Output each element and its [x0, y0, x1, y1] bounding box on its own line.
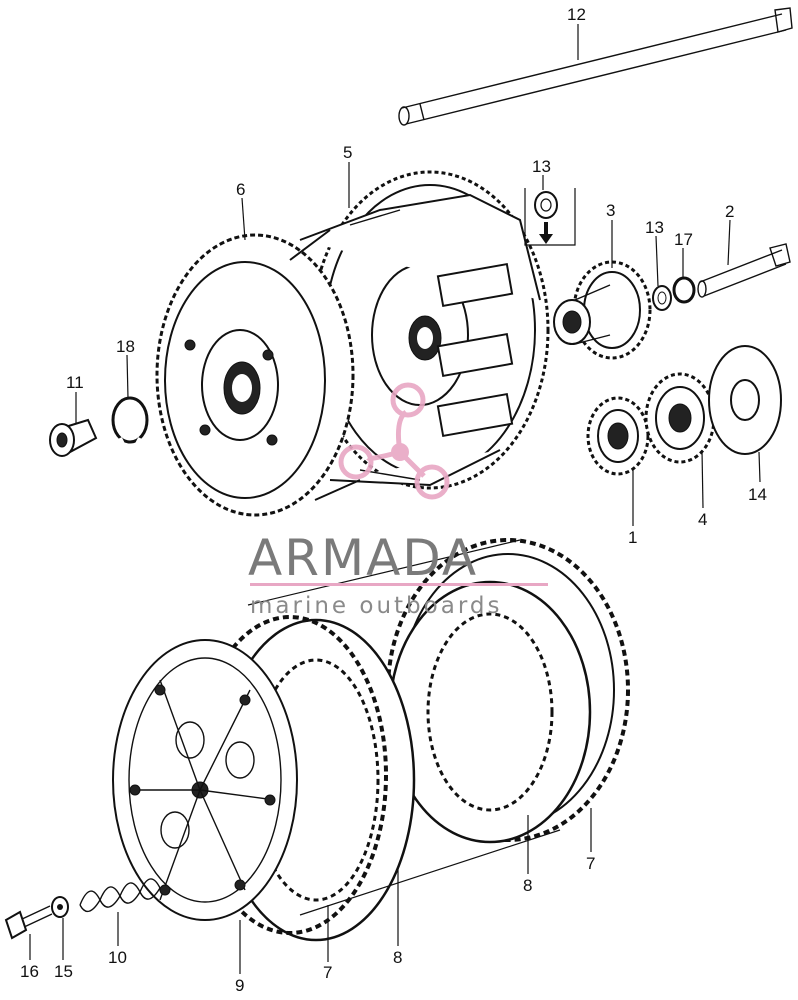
callout-6: 6	[236, 180, 245, 199]
part-spring-10	[79, 878, 161, 913]
callout-18: 18	[116, 337, 135, 356]
brand-underline	[250, 583, 548, 586]
callout-10: 10	[108, 948, 127, 967]
part-washer-13	[652, 285, 672, 311]
part-gear-1	[586, 396, 650, 476]
part-washer-15	[51, 896, 69, 918]
leader-lines	[29, 24, 761, 974]
brand-logo	[338, 382, 450, 500]
disc-stack-outline	[247, 539, 561, 916]
callout-8-rear: 8	[523, 876, 532, 895]
callout-7-rear: 7	[586, 854, 595, 873]
brand-tagline: marine outboards	[250, 593, 502, 619]
part-push-rod	[398, 7, 793, 126]
part-pressure-plate	[112, 639, 298, 921]
callout-17: 17	[674, 230, 693, 249]
part-gear-4	[644, 372, 716, 464]
part-washer-boxed	[524, 188, 576, 246]
callout-15: 15	[54, 962, 73, 981]
callout-4: 4	[698, 510, 707, 529]
part-clutch-outer	[299, 170, 550, 490]
callout-13-boxed: 13	[532, 157, 551, 176]
callout-3: 3	[606, 201, 615, 220]
part-driven-gear	[553, 260, 652, 360]
callout-2: 2	[725, 202, 734, 221]
part-plate-14	[708, 345, 782, 455]
callout-12: 12	[567, 5, 586, 24]
callout-9: 9	[235, 976, 244, 995]
part-circlip-17	[672, 276, 696, 304]
brand-name: ARMADA	[248, 529, 478, 587]
callout-13: 13	[645, 218, 664, 237]
part-collar-11	[49, 418, 98, 457]
part-shaft	[697, 243, 791, 298]
callout-16: 16	[20, 962, 39, 981]
part-circlip-18	[111, 396, 149, 447]
callout-7-front: 7	[323, 963, 332, 982]
part-clutch-plate-rear	[388, 580, 592, 844]
callout-8-front: 8	[393, 948, 402, 967]
part-bolt-16	[4, 905, 53, 940]
part-clutch-center	[155, 229, 361, 517]
callout-14: 14	[748, 485, 767, 504]
callout-1: 1	[628, 528, 637, 547]
callout-5: 5	[343, 143, 352, 162]
callout-11: 11	[66, 373, 84, 392]
